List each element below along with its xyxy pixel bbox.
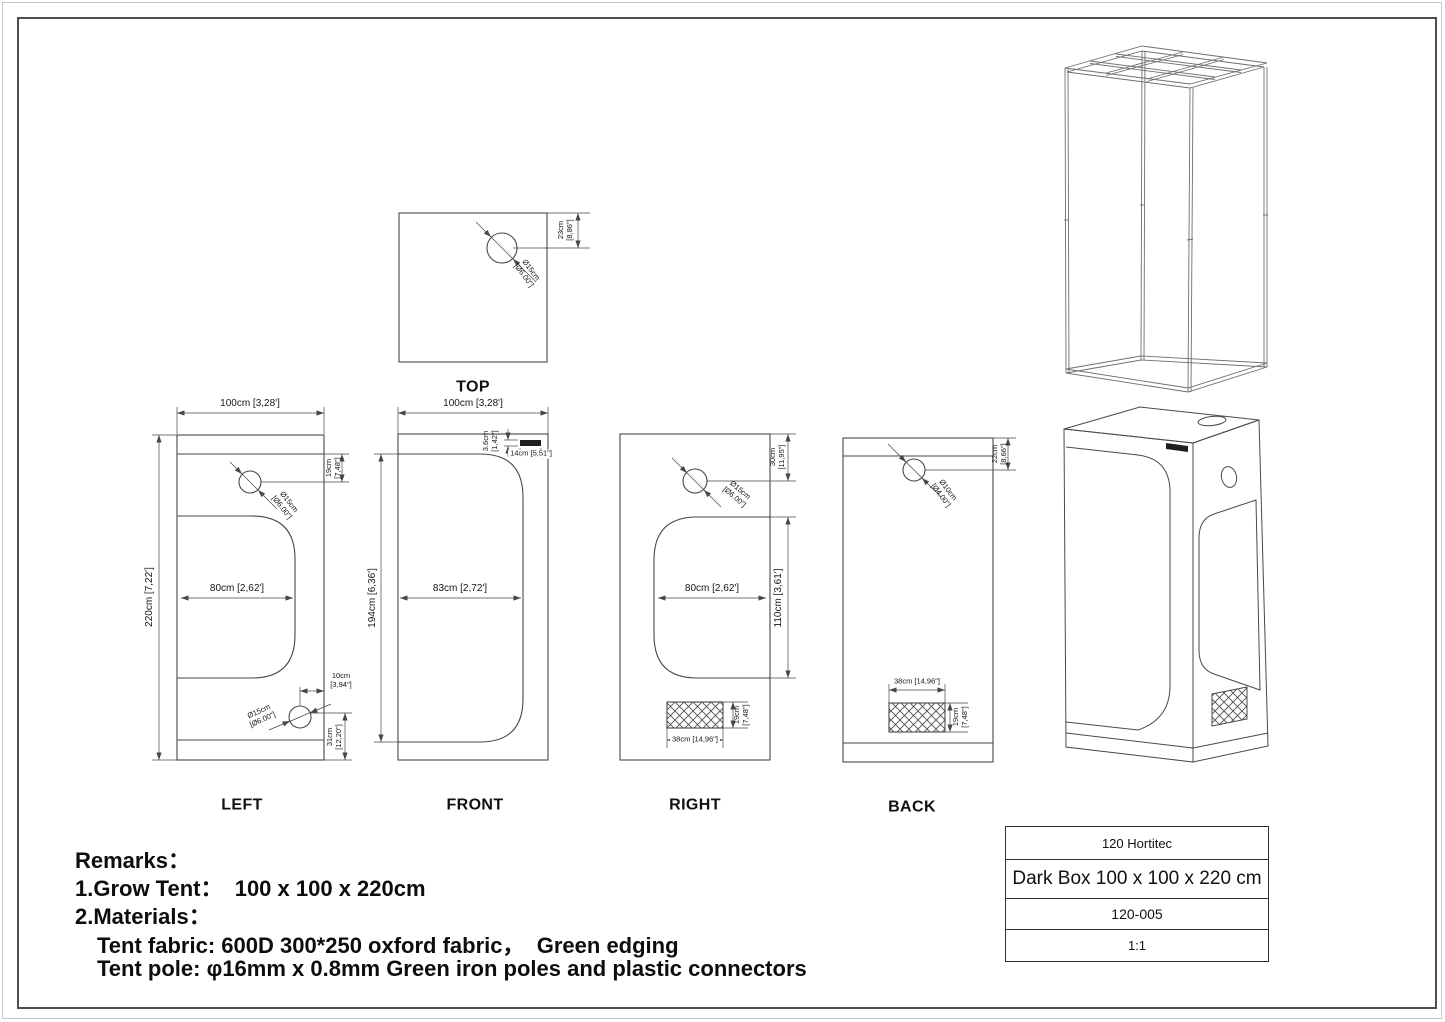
remarks-fabric: Tent fabric: 600D 300*250 oxford fabric，… (97, 933, 679, 958)
top-vent-offset-label: 23cm [8,86"] (556, 219, 574, 241)
sheet-frame (17, 17, 1437, 1009)
front-door-width-dim: 83cm [2,72'] (432, 583, 488, 595)
left-bottom-vent-hole (288, 705, 312, 729)
right-window-width-dim: 80cm [2,62'] (684, 583, 740, 595)
tent-logo-patch (1166, 443, 1188, 452)
front-door-outline (398, 453, 524, 743)
right-view-title: RIGHT (669, 796, 721, 814)
remarks-grow-tent: 1.Grow Tent： 100 x 100 x 220cm (75, 876, 426, 901)
left-height-dim: 220cm [7,22'] (144, 567, 156, 627)
tent-top-vent-hole (1197, 415, 1227, 427)
tent-door-outline (1065, 446, 1171, 731)
right-mesh-height-label: 19cm [7,48"] (732, 704, 750, 726)
front-view-linework (374, 407, 553, 761)
back-mesh-width-label: 38cm [14,96"] (891, 676, 943, 687)
back-vent-mesh (888, 702, 946, 733)
front-logo-patch (520, 440, 541, 446)
right-window-outline (653, 516, 770, 679)
left-view-linework (152, 407, 352, 761)
remarks-pole: Tent pole: φ16mm x 0.8mm Green iron pole… (97, 956, 807, 981)
tent-side-window-outline (1198, 499, 1261, 691)
front-door-height-dim: 194cm [6,36'] (367, 568, 379, 628)
tent-side-vent-hole (1220, 466, 1238, 488)
right-mesh-width-label: 38cm [14,96"] (669, 734, 721, 745)
back-mesh-height-label: 19cm [7,48"] (951, 706, 969, 728)
tent-vent-mesh (1211, 686, 1248, 727)
back-view-title: BACK (888, 798, 936, 816)
remarks-heading: Remarks： (75, 848, 190, 873)
title-block: 120 Hortitec Dark Box 100 x 100 x 220 cm… (1005, 826, 1269, 962)
left-window-outline (177, 515, 296, 679)
left-window-width-dim: 80cm [2,62'] (209, 583, 265, 595)
top-view-title: TOP (456, 378, 490, 396)
title-block-scale: 1:1 (1127, 938, 1147, 953)
right-window-height-dim: 110cm [3,61'] (773, 568, 785, 628)
top-view-linework (398, 212, 590, 363)
frame-3d-wireframe (1064, 45, 1268, 393)
left-bottom-vent-offset-v-label: 31cm [12,20"] (325, 724, 343, 750)
right-view-linework (619, 433, 796, 761)
title-block-product: Dark Box 100 x 100 x 220 cm (1006, 860, 1268, 899)
right-vent-mesh (666, 701, 724, 729)
left-width-dim: 100cm [3,28'] (220, 398, 280, 410)
front-logo-height-label: 3.6cm [1,42"] (481, 430, 499, 452)
title-block-model: 120-005 (1006, 899, 1268, 930)
right-vent-offset-label: 30cm [11,95"] (768, 444, 786, 470)
left-bottom-vent-offset-h-label: 10cm [3,94"] (330, 671, 352, 689)
left-view-title: LEFT (221, 796, 263, 814)
remarks-materials: 2.Materials： (75, 904, 211, 929)
front-logo-width-label: 14cm [5,51"] (508, 448, 554, 459)
tent-3d-render (1063, 406, 1269, 763)
front-width-dim: 100cm [3,28'] (443, 398, 503, 410)
title-block-brand: 120 Hortitec (1006, 827, 1268, 860)
back-vent-offset-label: 22cm [8,66"] (990, 443, 1008, 465)
back-view-linework (842, 437, 1016, 763)
left-top-vent-offset-label: 19cm [7,48"] (324, 457, 342, 479)
front-view-title: FRONT (446, 796, 504, 814)
